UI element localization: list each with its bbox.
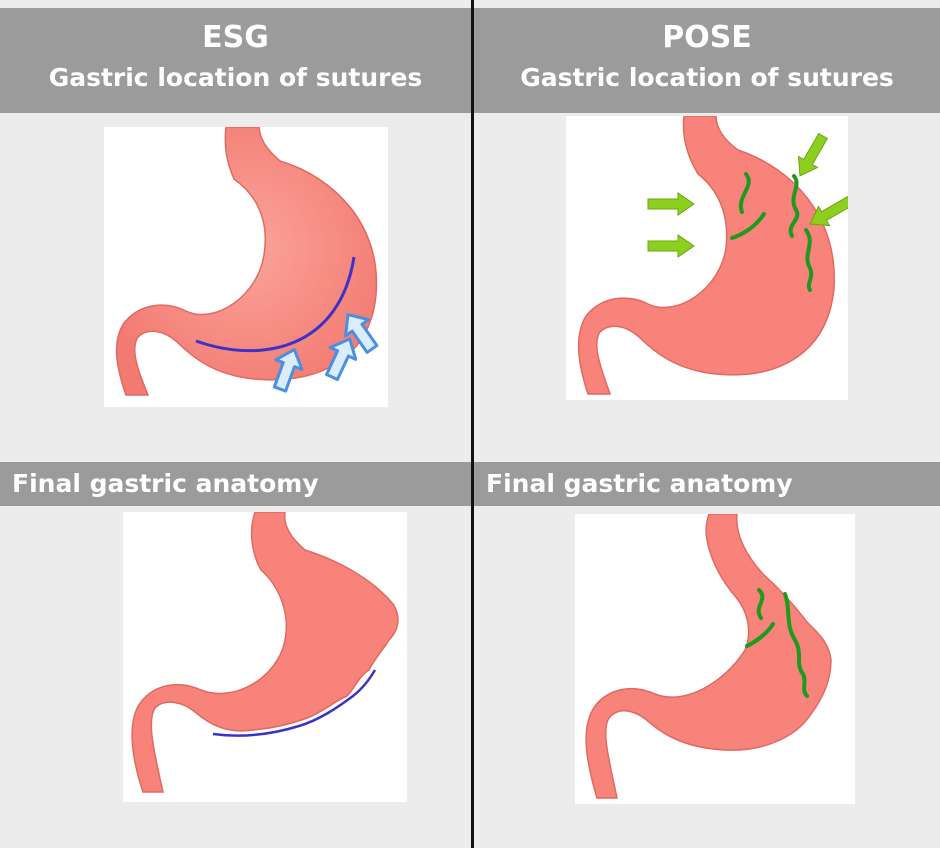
esg-header: ESG Gastric location of sutures xyxy=(0,8,471,113)
stomach-shape xyxy=(586,514,831,798)
pose-final-anatomy-subtitle: Final gastric anatomy xyxy=(486,469,793,498)
esg-final-anatomy-subtitle: Final gastric anatomy xyxy=(12,469,319,498)
column-divider xyxy=(471,0,474,848)
pose-final-anatomy-image xyxy=(575,514,855,804)
esg-suture-location-subtitle: Gastric location of sutures xyxy=(0,58,471,98)
stomach-shape xyxy=(579,116,835,394)
pose-stomach-illustration xyxy=(566,116,848,400)
pose-column: POSE Gastric location of sutures Final g… xyxy=(474,0,940,848)
esg-final-anatomy-image xyxy=(123,512,407,802)
pose-title: POSE xyxy=(474,8,940,58)
esg-stomach-illustration xyxy=(104,127,388,407)
pose-suture-location-subtitle: Gastric location of sutures xyxy=(474,58,940,98)
esg-final-stomach-illustration xyxy=(123,512,407,802)
pose-final-stomach-illustration xyxy=(575,514,855,804)
pose-suture-location-image xyxy=(566,116,848,400)
pose-header: POSE Gastric location of sutures xyxy=(474,8,940,113)
pose-final-header: Final gastric anatomy xyxy=(474,462,940,506)
esg-title: ESG xyxy=(0,8,471,58)
esg-suture-location-image xyxy=(104,127,388,407)
esg-final-header: Final gastric anatomy xyxy=(0,462,471,506)
esg-column: ESG Gastric location of sutures Final ga… xyxy=(0,0,471,848)
stomach-shape xyxy=(132,512,398,792)
